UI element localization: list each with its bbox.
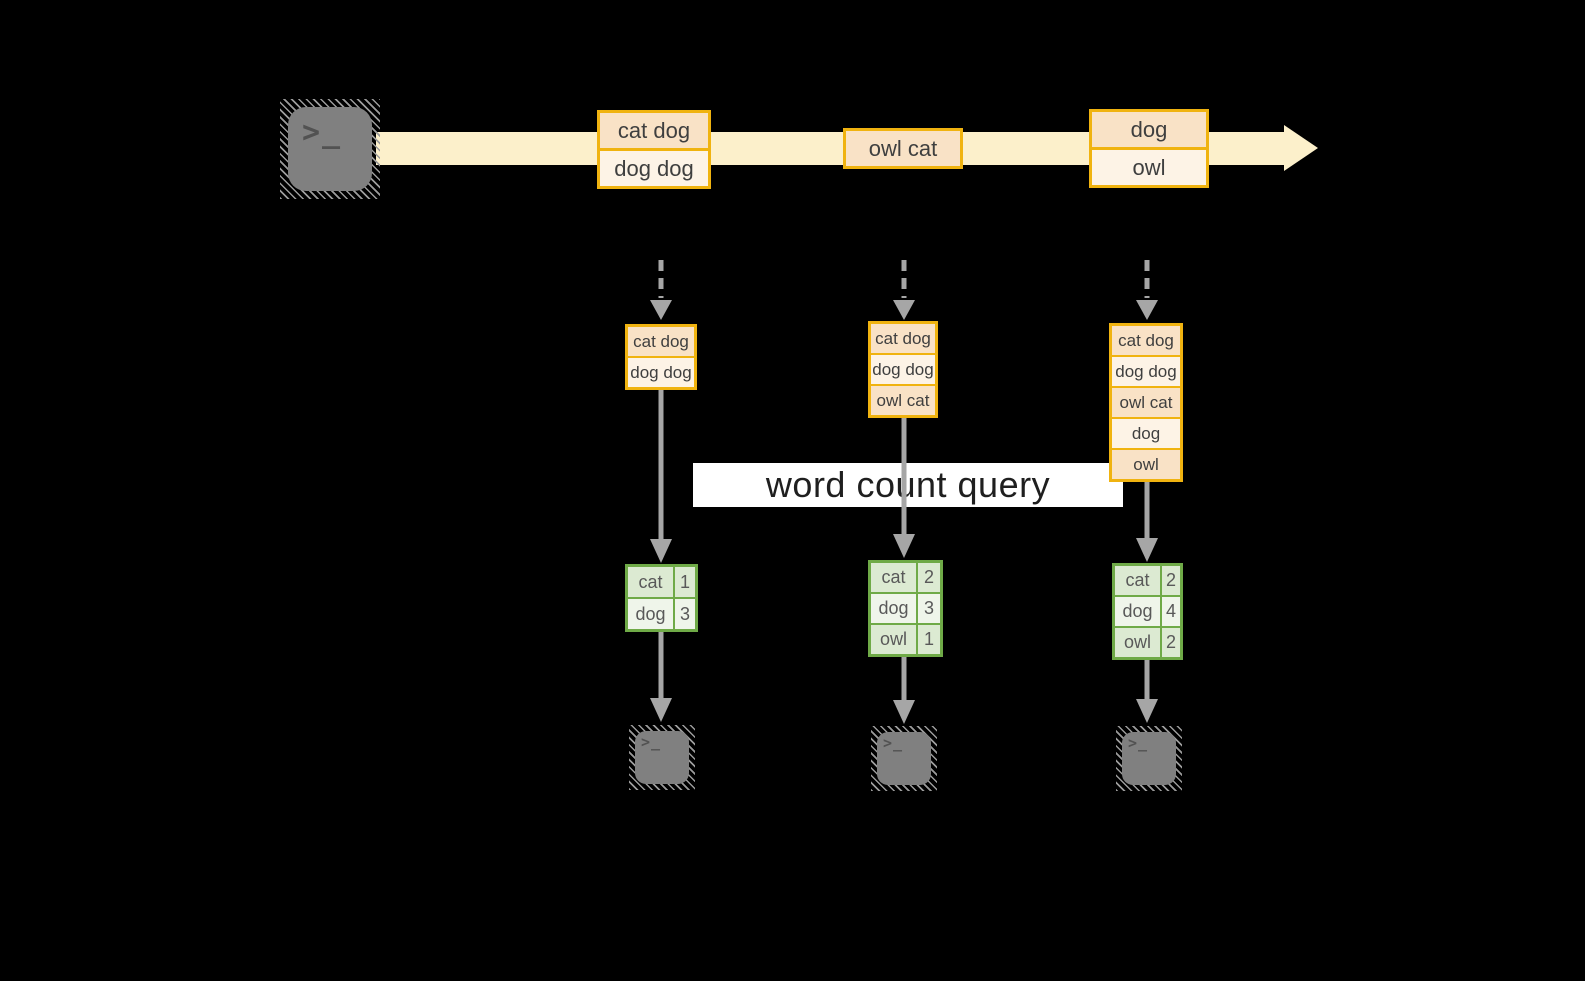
count-value: 4: [1162, 597, 1180, 626]
count-word: dog: [628, 599, 673, 629]
arrow-down-icon: [1136, 657, 1158, 723]
window-line: cat dog: [628, 327, 694, 356]
count-value: 1: [918, 625, 940, 654]
terminal-screen: [1122, 732, 1176, 785]
dashed-arrow-down-icon: [893, 260, 915, 320]
window-line: owl cat: [871, 386, 935, 415]
window-line: dog: [1112, 419, 1180, 448]
source-terminal-icon: >_: [280, 99, 380, 199]
count-value: 2: [1162, 566, 1180, 595]
count-table-3: cat 2 dog 4 owl 2: [1112, 563, 1183, 660]
arrow-down-icon: [893, 654, 915, 724]
count-value: 3: [675, 599, 695, 629]
count-value: 2: [918, 563, 940, 592]
window-line: cat dog: [1112, 326, 1180, 355]
arrow-down-icon: [650, 387, 672, 563]
batch-line: owl: [1092, 150, 1206, 185]
terminal-prompt-icon: >_: [1128, 734, 1149, 752]
sink-terminal-icon: >_: [1116, 726, 1182, 791]
window-batch-1: cat dog dog dog: [625, 324, 697, 390]
batch-line: owl cat: [846, 131, 960, 166]
stream-batch-3: dog owl: [1089, 109, 1209, 188]
count-word: dog: [871, 594, 916, 623]
arrow-down-icon: [1136, 480, 1158, 562]
terminal-prompt-icon: >_: [883, 734, 904, 752]
terminal-screen: [877, 732, 931, 785]
terminal-prompt-icon: >_: [641, 733, 662, 751]
dashed-arrow-down-icon: [1136, 260, 1158, 320]
dashed-arrow-down-icon: [650, 260, 672, 320]
count-word: owl: [1115, 628, 1160, 657]
count-value: 2: [1162, 628, 1180, 657]
terminal-prompt-icon: >_: [302, 115, 343, 150]
stream-batch-2: owl cat: [843, 128, 963, 169]
query-label-band: word count query: [693, 463, 1123, 507]
batch-line: dog dog: [600, 151, 708, 186]
batch-line: cat dog: [600, 113, 708, 148]
count-value: 1: [675, 567, 695, 597]
count-table-1: cat 1 dog 3: [625, 564, 698, 632]
count-table-2: cat 2 dog 3 owl 1: [868, 560, 943, 657]
window-line: cat dog: [871, 324, 935, 353]
window-batch-3: cat dog dog dog owl cat dog owl: [1109, 323, 1183, 482]
window-batch-2: cat dog dog dog owl cat: [868, 321, 938, 418]
stream-batch-1: cat dog dog dog: [597, 110, 711, 189]
terminal-screen: [635, 731, 689, 784]
arrow-down-icon: [650, 629, 672, 722]
count-value: 3: [918, 594, 940, 623]
sink-terminal-icon: >_: [629, 725, 695, 790]
window-line: dog dog: [1112, 357, 1180, 386]
window-line: owl cat: [1112, 388, 1180, 417]
count-word: dog: [1115, 597, 1160, 626]
query-label: word count query: [765, 464, 1051, 505]
window-line: dog dog: [871, 355, 935, 384]
stream-arrow-right-icon: [1284, 125, 1318, 171]
window-line: dog dog: [628, 358, 694, 387]
count-word: owl: [871, 625, 916, 654]
count-word: cat: [628, 567, 673, 597]
arrow-down-icon: [893, 415, 915, 558]
sink-terminal-icon: >_: [871, 726, 937, 791]
window-line: owl: [1112, 450, 1180, 479]
count-word: cat: [1115, 566, 1160, 595]
terminal-screen: [288, 107, 372, 191]
batch-line: dog: [1092, 112, 1206, 147]
count-word: cat: [871, 563, 916, 592]
